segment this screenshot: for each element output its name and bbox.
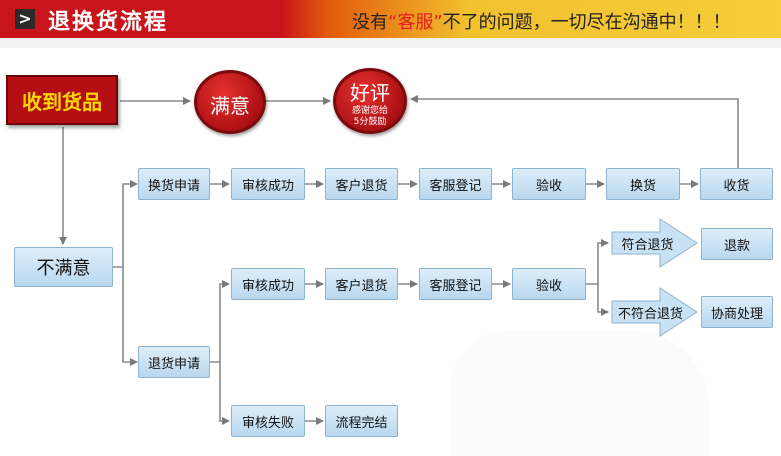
receive-goods-node: 收货 [700,168,773,200]
satisfied-label: 满意 [210,94,250,118]
arrow-badge-icon: > [15,9,35,29]
review-fail-node: 审核失败 [231,405,305,437]
good-review-label: 好评 [350,81,390,105]
page-title: 退换货流程 [48,10,169,35]
good-review-node: 好评 感谢您给 5分鼓励 [333,68,407,134]
exchange-review-ok-node: 审核成功 [231,168,305,200]
exchange-node: 换货 [606,168,680,200]
exchange-inspect-node: 验收 [512,168,586,200]
process-done-node: 流程完结 [325,405,398,437]
background-cloud [450,330,710,456]
slogan-pre: 没有 [352,12,388,33]
header-banner: > 退换货流程 没有“客服”不了的问题，一切尽在沟通中！！！ [0,0,781,38]
return-customer-return-node: 客户退货 [325,268,398,300]
exchange-apply-node: 换货申请 [138,168,210,200]
meets-arrow-shape [611,218,698,268]
satisfied-node: 满意 [194,70,266,134]
return-review-ok-node: 审核成功 [231,268,305,300]
slogan: 没有“客服”不了的问题，一切尽在沟通中！！！ [352,8,731,34]
return-apply-node: 退货申请 [138,346,210,378]
return-inspect-node: 验收 [512,268,586,300]
good-review-sub2: 5分鼓励 [353,117,387,127]
good-review-sub1: 感谢您给 [351,106,388,116]
slogan-post: 不了的问题，一切尽在沟通中！！！ [442,12,731,33]
meets-return-label: 符合退货 [621,237,674,253]
exchange-customer-return-node: 客户退货 [325,168,398,200]
exchange-service-register-node: 客服登记 [419,168,492,200]
negotiate-node: 协商处理 [701,296,773,328]
return-service-register-node: 客服登记 [419,268,492,300]
refund-node: 退款 [701,228,773,260]
not-meets-return-label: 不符合退货 [617,306,683,322]
not-meets-arrow-shape [611,287,698,337]
received-goods-node: 收到货品 [6,75,118,125]
unsatisfied-node: 不满意 [14,247,113,287]
slogan-highlight: “客服” [388,12,443,33]
